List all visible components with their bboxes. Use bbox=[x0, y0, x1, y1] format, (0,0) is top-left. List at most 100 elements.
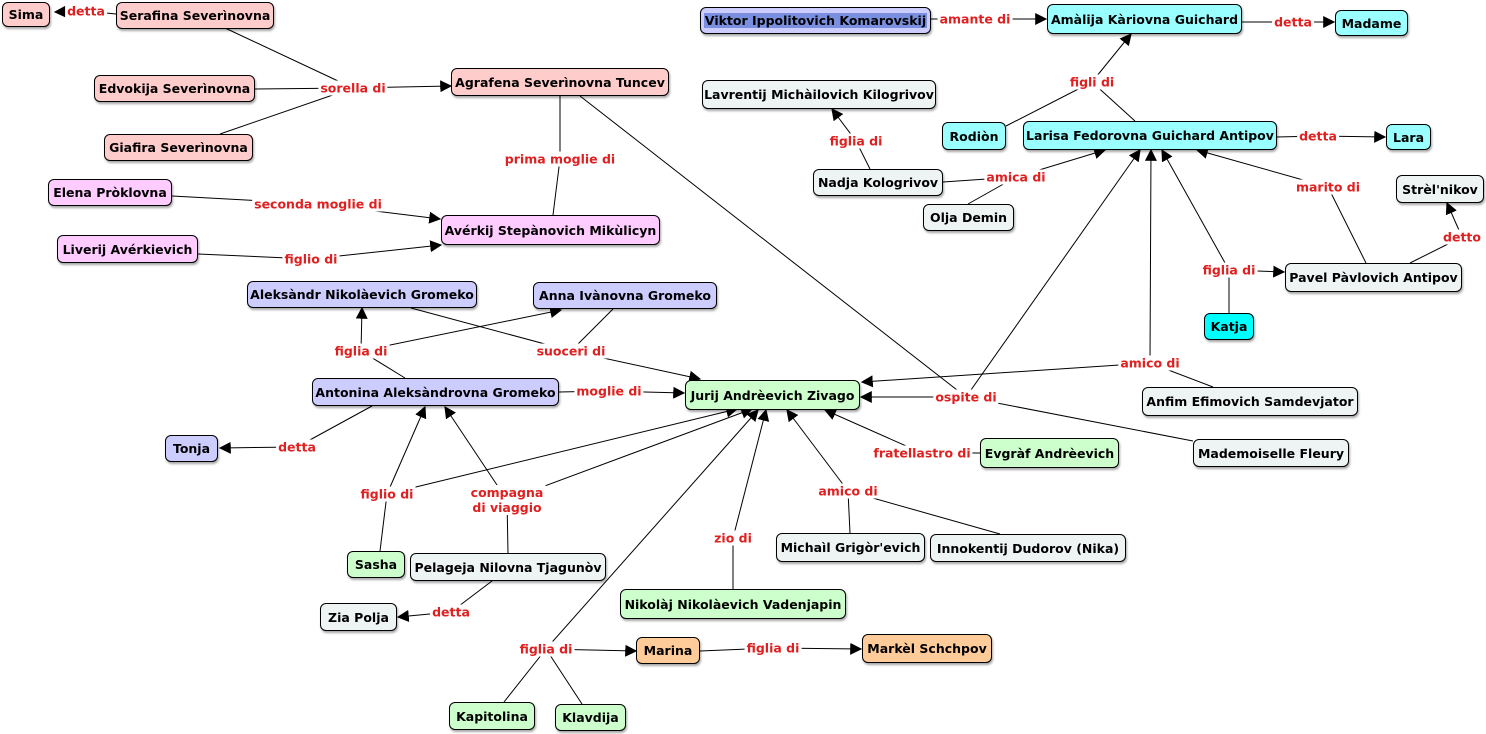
node-label: Serafina Severìnovna bbox=[119, 8, 271, 23]
node-label: Jurij Andrèevich Zivago bbox=[690, 387, 855, 403]
edge-amico2-out bbox=[860, 362, 1151, 388]
edge-figlio2-in bbox=[379, 493, 388, 552]
node-lara[interactable]: Lara bbox=[1386, 124, 1431, 150]
link-label-figli: figli di bbox=[1067, 74, 1117, 90]
node-antonina[interactable]: Antonina Aleksàndrovna Gromeko bbox=[312, 378, 559, 406]
node-label: Madame bbox=[1341, 15, 1402, 31]
link-label-figlia1: figlia di bbox=[332, 343, 390, 359]
link-label-figlia4: figlia di bbox=[827, 133, 885, 149]
node-label: Liverij Avérkievich bbox=[62, 241, 193, 257]
node-label: Zia Polja bbox=[328, 609, 389, 625]
link-label-detta4: detta bbox=[1272, 14, 1314, 30]
node-label: Sima bbox=[8, 7, 44, 22]
node-elena[interactable]: Elena Pròklovna bbox=[48, 179, 172, 206]
node-nikolaj[interactable]: Nikolàj Nikolàevich Vadenjapin bbox=[620, 589, 846, 619]
node-label: Larisa Fedorovna Guichard Antipov bbox=[1026, 128, 1274, 143]
node-sima[interactable]: Sima bbox=[2, 2, 50, 27]
node-label: Rodiòn bbox=[949, 128, 999, 144]
node-label: Pavel Pàvlovich Antipov bbox=[1289, 270, 1458, 285]
edge-sorella-in bbox=[219, 87, 354, 135]
link-label-prima: prima moglie di bbox=[502, 151, 618, 167]
node-label: Klavdija bbox=[562, 710, 619, 725]
edge-ospite-in bbox=[965, 396, 1194, 442]
link-label-amante: amante di bbox=[937, 11, 1013, 27]
node-anna[interactable]: Anna Ivànovna Gromeko bbox=[533, 282, 717, 309]
edge-amico1-out bbox=[786, 409, 849, 492]
link-label-detta5: detta bbox=[1297, 128, 1339, 144]
link-label-compagna: compagna di viaggio bbox=[468, 485, 546, 515]
node-serafina[interactable]: Serafina Severìnovna bbox=[116, 2, 274, 29]
node-aleksandr[interactable]: Aleksàndr Nikolàevich Gromeko bbox=[247, 281, 477, 308]
node-label: Evgràf Andrèevich bbox=[984, 445, 1115, 461]
edge-figlia1-out bbox=[360, 306, 563, 352]
node-olja[interactable]: Olja Demin bbox=[923, 204, 1014, 231]
link-label-amico2: amico di bbox=[1118, 355, 1182, 371]
link-label-seconda: seconda moglie di bbox=[252, 196, 384, 212]
node-evgraf[interactable]: Evgràf Andrèevich bbox=[980, 438, 1119, 468]
link-label-moglie: moglie di bbox=[574, 383, 644, 399]
node-innokentij[interactable]: Innokentij Dudorov (Nika) bbox=[930, 534, 1126, 562]
node-averkij[interactable]: Avérkij Stepànovich Mikùlicyn bbox=[441, 215, 660, 245]
node-ziapolja[interactable]: Zia Polja bbox=[320, 603, 397, 631]
edge-ospite-in bbox=[579, 95, 967, 398]
node-label: Viktor Ippolitovich Komarovskij bbox=[703, 13, 928, 28]
node-viktor[interactable]: Viktor Ippolitovich Komarovskij bbox=[700, 7, 931, 34]
node-agrafena[interactable]: Agrafena Severìnovna Tuncev bbox=[451, 68, 669, 96]
node-label: Giafira Severìnovna bbox=[109, 140, 248, 155]
node-jurij[interactable]: Jurij Andrèevich Zivago bbox=[685, 380, 860, 410]
link-label-fratellastro: fratellastro di bbox=[871, 445, 973, 461]
node-label: Michaìl Grigòr'evich bbox=[780, 540, 921, 555]
node-klavdija[interactable]: Klavdija bbox=[555, 704, 626, 731]
link-label-detta3: detta bbox=[430, 604, 472, 620]
node-nadja[interactable]: Nadja Kologrivov bbox=[813, 169, 943, 196]
node-label: Aleksàndr Nikolàevich Gromeko bbox=[250, 287, 474, 302]
edge-amico2-out bbox=[1144, 148, 1157, 364]
edge-zio-out bbox=[732, 408, 770, 539]
node-edvokija[interactable]: Edvokija Severìnovna bbox=[94, 75, 255, 102]
node-lavrentij[interactable]: Lavrentij Michàilovich Kilogrivov bbox=[702, 80, 936, 109]
node-label: Elena Pròklovna bbox=[53, 185, 167, 200]
node-label: Antonina Aleksàndrovna Gromeko bbox=[315, 384, 556, 400]
node-giafira[interactable]: Giafira Severìnovna bbox=[104, 134, 253, 161]
node-pelageja[interactable]: Pelageja Nilovna Tjagunòv bbox=[410, 553, 606, 581]
node-label: Olja Demin bbox=[929, 210, 1008, 225]
link-label-figlia5: figlia di bbox=[1200, 262, 1258, 278]
link-label-detto: detto bbox=[1441, 229, 1483, 245]
node-markel[interactable]: Markèl Schchpov bbox=[862, 634, 992, 663]
node-fleury[interactable]: Mademoiselle Fleury bbox=[1193, 439, 1349, 467]
edge-sorella-in bbox=[224, 27, 354, 89]
edge-figlia5-out bbox=[1161, 148, 1230, 271]
node-rodion[interactable]: Rodiòn bbox=[942, 122, 1006, 150]
edge-compagna-out bbox=[506, 407, 754, 501]
node-michail[interactable]: Michaìl Grigòr'evich bbox=[776, 533, 925, 562]
node-label: Kapitolina bbox=[456, 708, 528, 724]
node-label: Nikolàj Nikolàevich Vadenjapin bbox=[624, 596, 842, 612]
link-label-figlia2: figlia di bbox=[517, 641, 575, 657]
node-amalija[interactable]: Amàlija Kàriovna Guichard bbox=[1047, 4, 1242, 34]
node-strelnikov[interactable]: Strèl'nikov bbox=[1396, 175, 1484, 203]
node-liverij[interactable]: Liverij Avérkievich bbox=[57, 235, 198, 263]
node-label: Amàlija Kàriovna Guichard bbox=[1050, 11, 1239, 27]
node-label: Edvokija Severìnovna bbox=[98, 81, 251, 96]
node-sasha[interactable]: Sasha bbox=[347, 551, 405, 578]
node-label: Lara bbox=[1393, 129, 1424, 145]
link-label-amico1: amico di bbox=[816, 483, 880, 499]
node-larisa[interactable]: Larisa Fedorovna Guichard Antipov bbox=[1023, 121, 1277, 150]
edge-figlia2-out bbox=[545, 409, 759, 650]
node-anfim[interactable]: Anfim Efimovich Samdevjator bbox=[1142, 387, 1358, 416]
node-pavel[interactable]: Pavel Pàvlovich Antipov bbox=[1285, 263, 1462, 292]
node-katja[interactable]: Katja bbox=[1204, 313, 1254, 340]
link-label-sorella: sorella di bbox=[318, 80, 388, 96]
node-label: Lavrentij Michàilovich Kilogrivov bbox=[704, 87, 934, 102]
edge-marito-in bbox=[1327, 186, 1367, 264]
node-label: Tonja bbox=[172, 441, 211, 456]
node-label: Marina bbox=[643, 643, 693, 658]
node-madame[interactable]: Madame bbox=[1335, 10, 1408, 36]
link-label-ospite: ospite di bbox=[933, 389, 999, 405]
node-marina[interactable]: Marina bbox=[636, 637, 700, 664]
node-tonja[interactable]: Tonja bbox=[165, 435, 218, 462]
edge-figli-out bbox=[1091, 33, 1132, 83]
node-label: Avérkij Stepànovich Mikùlicyn bbox=[444, 222, 657, 238]
link-label-detta1: detta bbox=[65, 3, 107, 19]
node-kapitolina[interactable]: Kapitolina bbox=[449, 702, 535, 730]
